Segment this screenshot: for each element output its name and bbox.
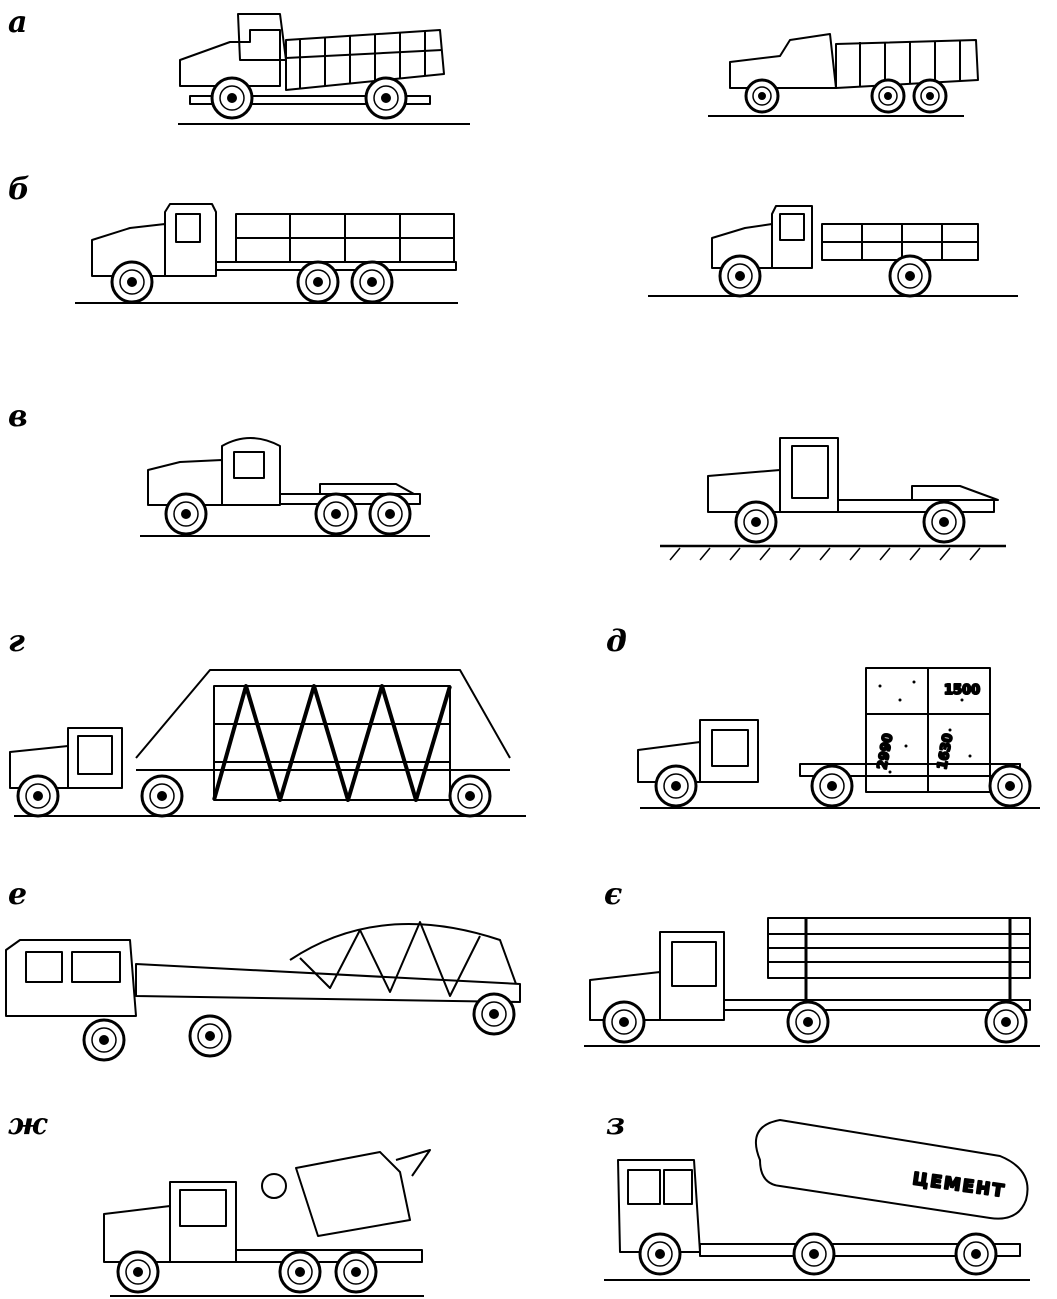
- concrete-mixer-truck: [104, 1150, 430, 1296]
- dump-truck-left: [178, 14, 470, 124]
- panel-label-b: б: [8, 172, 30, 207]
- panel-label-e: е: [8, 877, 28, 912]
- timber-carrier: [584, 918, 1040, 1046]
- panel-label-v: в: [8, 399, 28, 434]
- tractor-3axle: [140, 438, 430, 536]
- flatbed-3axle: [75, 204, 458, 303]
- dim-1630: 1630: [935, 732, 956, 770]
- tractor-2axle: [660, 438, 1006, 560]
- panel-label-g: г: [8, 624, 25, 659]
- panel-label-a: а: [8, 5, 28, 40]
- panel-label-zh: ж: [8, 1107, 48, 1142]
- bridge-girder-carrier: [6, 922, 520, 1062]
- panel-label-d: д: [606, 624, 627, 659]
- panel-label-ye: є: [604, 877, 623, 912]
- dim-2990: 2990: [875, 732, 896, 770]
- block-carrier-semitrailer: [638, 668, 1040, 808]
- dim-1500: 1500: [944, 683, 980, 698]
- truss-semitrailer: [10, 670, 526, 818]
- panel-label-z: з: [606, 1107, 626, 1142]
- cement-tanker: [604, 1120, 1030, 1280]
- dump-truck-right: [708, 34, 978, 116]
- flatbed-2axle: [648, 206, 1018, 298]
